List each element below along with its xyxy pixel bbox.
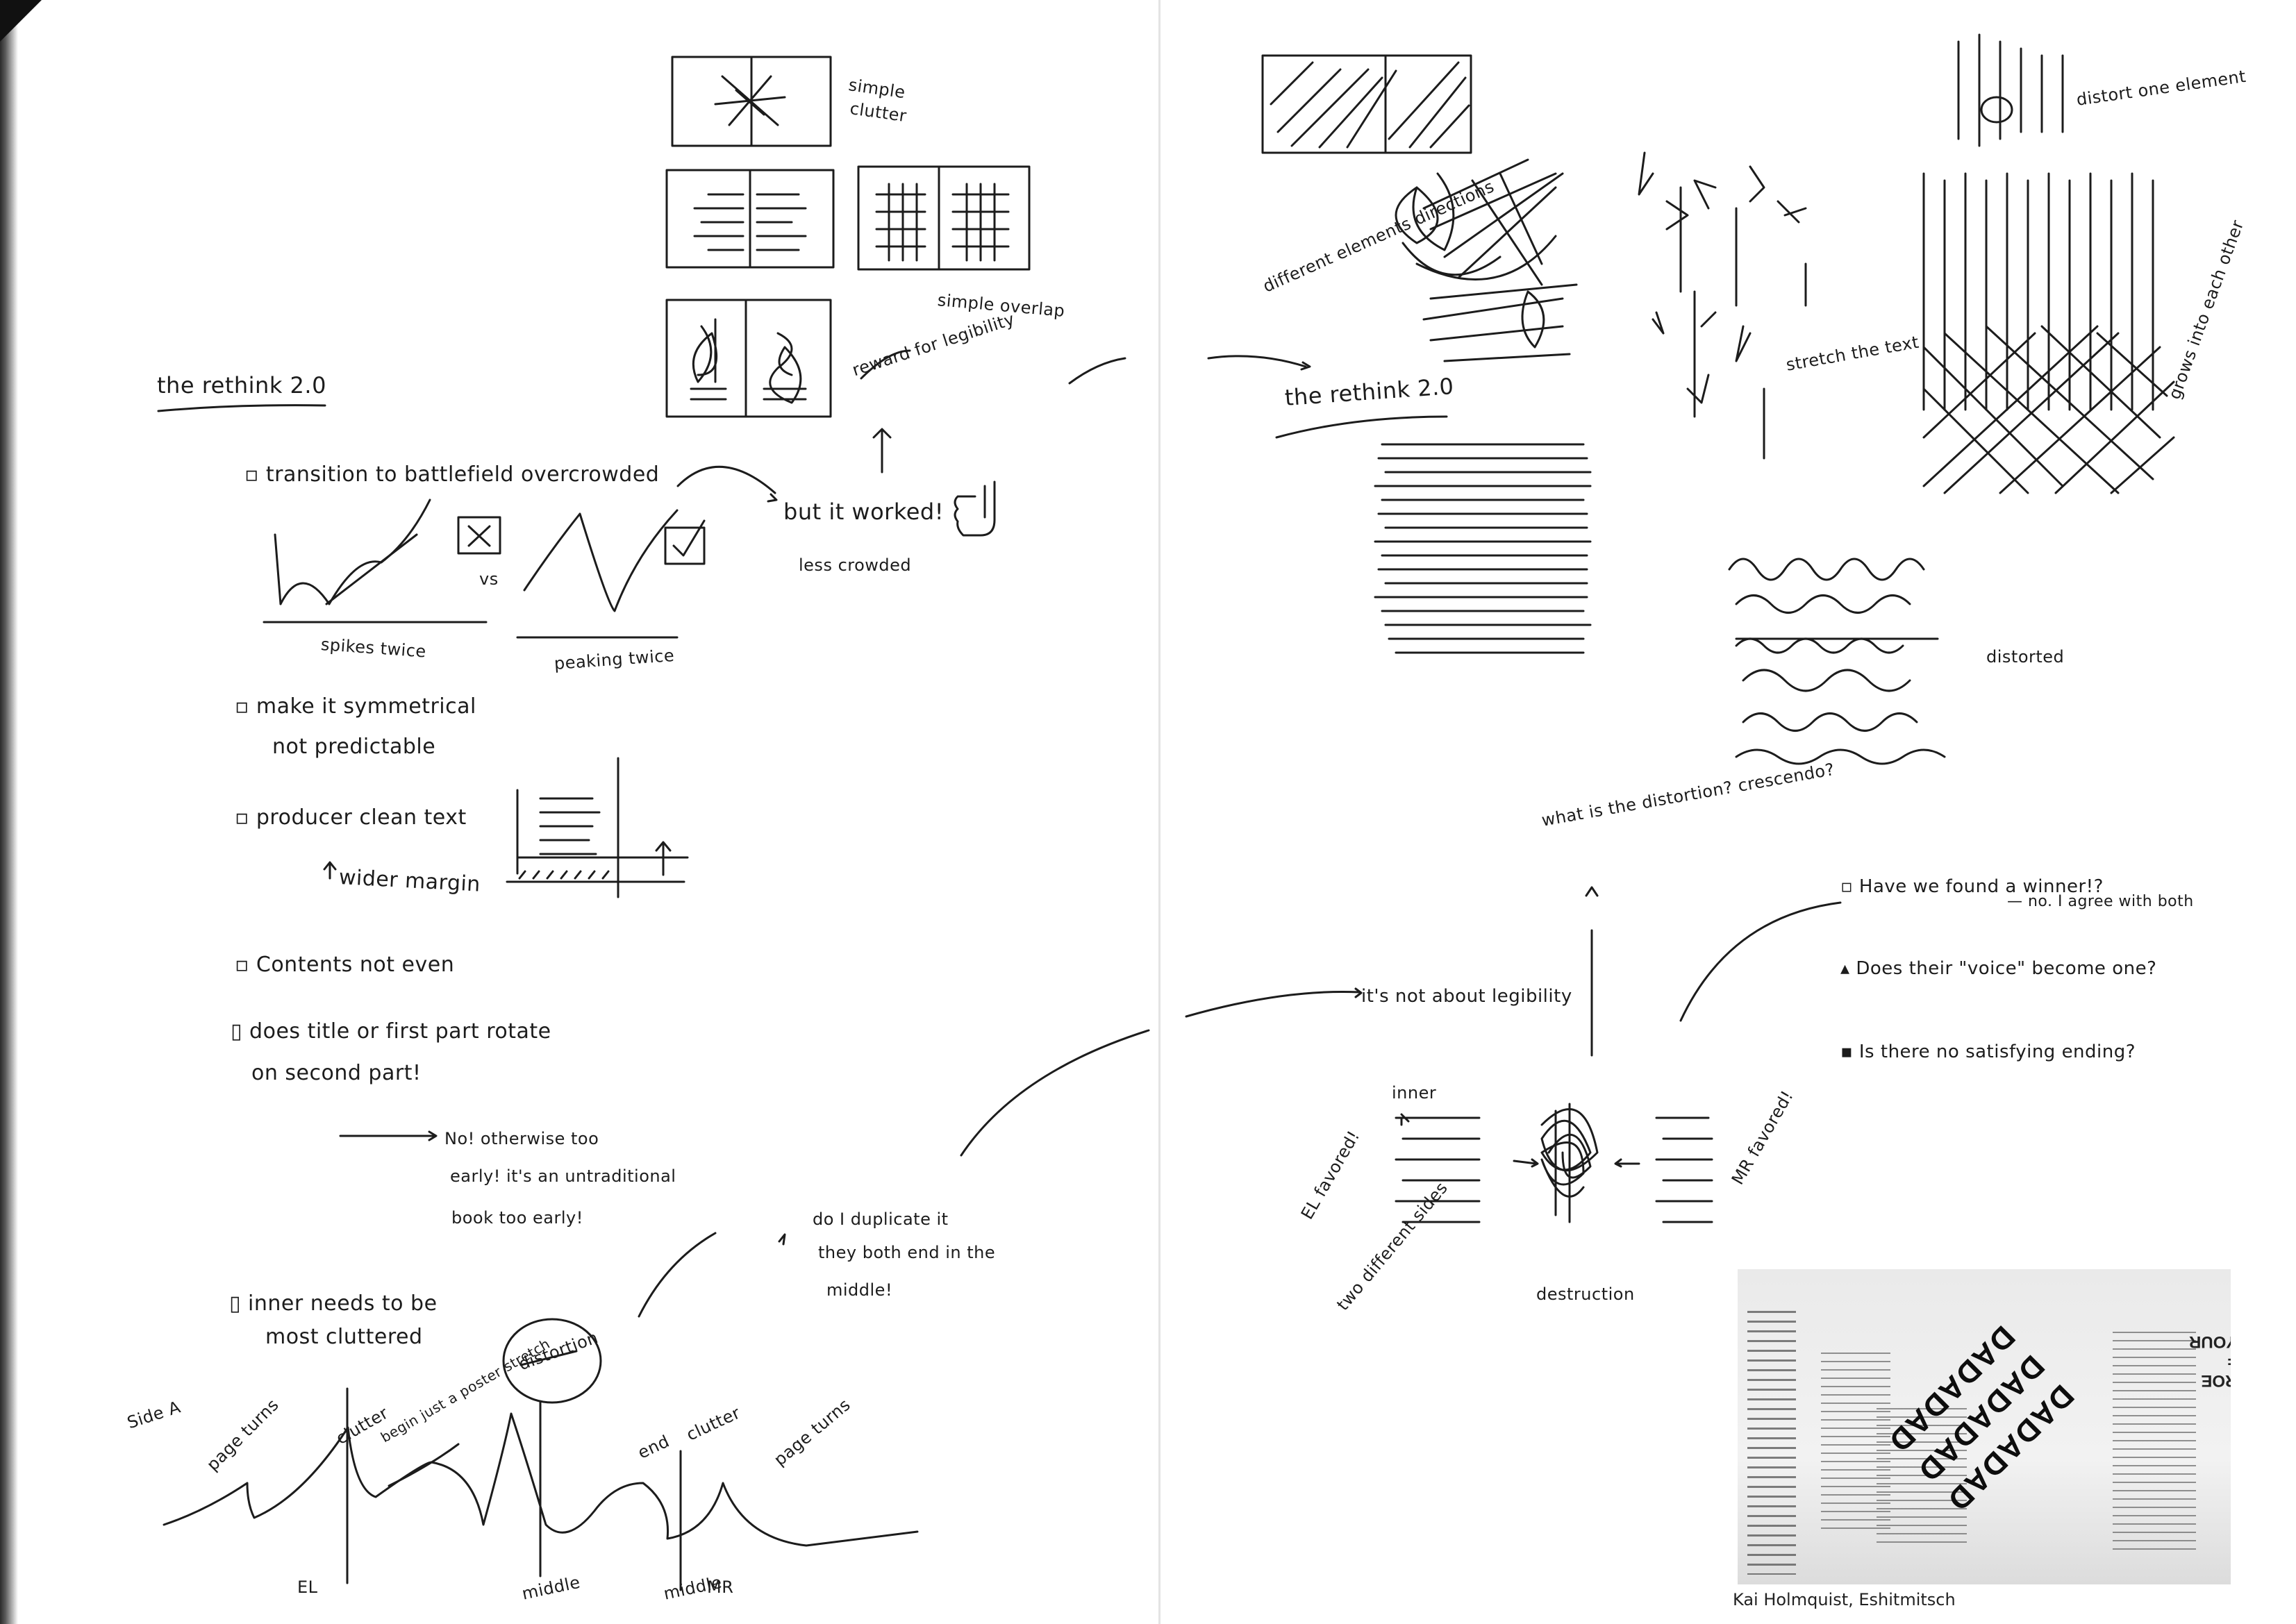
duplicate-line-1: do I duplicate it (813, 1209, 949, 1229)
graph-bottom-mr: MR (707, 1577, 734, 1597)
sketch-reward-legibility (667, 300, 910, 472)
question-1-text: Have we found a winner!? (1858, 876, 2104, 897)
reply-line-2: early! it's an untraditional (450, 1166, 676, 1186)
note-transition: ▫ transition to battlefield overcrowded (244, 462, 660, 487)
photo-text-column-left (1747, 1311, 1796, 1575)
pointing-hand-icon (955, 482, 995, 535)
sketch-distorted-waves (1729, 559, 1945, 764)
label-destruction: destruction (1536, 1284, 1635, 1304)
note-title-rotate: ▯ does title or first part rotate (231, 1019, 551, 1044)
sketch-distort-one (1958, 35, 2063, 146)
note-clean-text-text: producer clean text (256, 805, 467, 830)
note-predictable: not predictable (272, 735, 436, 759)
connector-curve-middle (1186, 989, 1361, 1016)
sketch-simple-overlap (858, 167, 1029, 269)
sketch-scribble-clutter (1396, 160, 1577, 361)
photo-caption: Kai Holmquist, Eshitmitsch (1733, 1590, 1956, 1609)
sketch-horizontal-scribbles (1375, 444, 1590, 653)
question-3: ▪ Is there no satisfying ending? (1840, 1041, 2136, 1062)
note-symmetrical: ▫ make it symmetrical (235, 694, 476, 719)
sketch-grows-into (1924, 174, 2174, 493)
duplicate-line-3: middle! (826, 1280, 893, 1300)
caption-vs: vs (479, 569, 499, 589)
connector-curve-upper (1070, 358, 1125, 383)
question-2: ▴ Does their "voice" become one? (1840, 958, 2157, 979)
question-2-text: Does their "voice" become one? (1856, 958, 2157, 979)
duplicate-line-2: they both end in the (818, 1243, 996, 1262)
reply-line-1: No! otherwise too (444, 1129, 599, 1148)
label-inner: inner (1392, 1083, 1437, 1103)
sketch-wider-margin (324, 758, 688, 897)
question-3-text: Is there no satisfying ending? (1858, 1041, 2136, 1062)
sketch-text-spread (667, 170, 833, 267)
graph-side-a (164, 1233, 917, 1590)
note-inner-cluttered: ▯ inner needs to be (229, 1291, 438, 1316)
question-agree: — no. I agree with both (2007, 893, 2194, 910)
note-title-rotate-text: does title or first part rotate (249, 1019, 551, 1044)
note-second-part: on second part! (251, 1061, 422, 1085)
photo-dada-poster: DADADAD DADADAD DADADAD ROE = YOUR (1738, 1269, 2231, 1584)
connector-curve-lower (961, 1030, 1149, 1155)
chart-spikes-twice (264, 500, 500, 622)
sketch-simple-clutter (672, 57, 831, 146)
photo-side-sign: ROE = YOUR (2188, 1332, 2231, 1390)
note-clean-text: ▫ producer clean text (235, 805, 467, 830)
heading-underline-left (158, 405, 325, 411)
arrow-into-heading (1208, 356, 1310, 369)
label-distorted: distorted (1986, 647, 2065, 667)
label-not-legibility: it's not about legibility (1361, 986, 1572, 1007)
note-transition-text: transition to battlefield overcrowded (265, 462, 660, 487)
sketch-stretched-text (1639, 153, 1806, 458)
note-inner-text: inner needs to be (248, 1291, 438, 1316)
question-arrow (1586, 887, 1597, 1055)
note-symmetrical-text: make it symmetrical (256, 694, 476, 719)
question-1: ▫ Have we found a winner!? (1840, 876, 2104, 897)
spine (1158, 0, 1161, 1624)
chart-peaking-twice (517, 510, 704, 637)
photo-text-block-center (1877, 1408, 1967, 1547)
reply-arrow (340, 1132, 436, 1140)
outcome-worked: but it worked! (783, 499, 945, 525)
outcome-less-crowded: less crowded (799, 555, 912, 575)
heading-underline-right (1276, 417, 1447, 437)
sketch-destruction (1396, 1104, 1712, 1222)
photo-text-block-right (2113, 1332, 2196, 1554)
sketch-hatched-spread (1263, 56, 1471, 153)
note-contents-text: Contents not even (256, 953, 455, 977)
graph-bottom-el: EL (297, 1577, 318, 1597)
arrow-to-worked (678, 467, 776, 501)
note-contents: ▫ Contents not even (235, 953, 455, 977)
heading-rethink-left: the rethink 2.0 (157, 372, 326, 399)
binding-shadow (0, 0, 18, 1624)
curve-to-questions (1681, 903, 1840, 1021)
note-most-cluttered: most cluttered (265, 1325, 423, 1349)
reply-line-3: book too early! (451, 1208, 583, 1228)
